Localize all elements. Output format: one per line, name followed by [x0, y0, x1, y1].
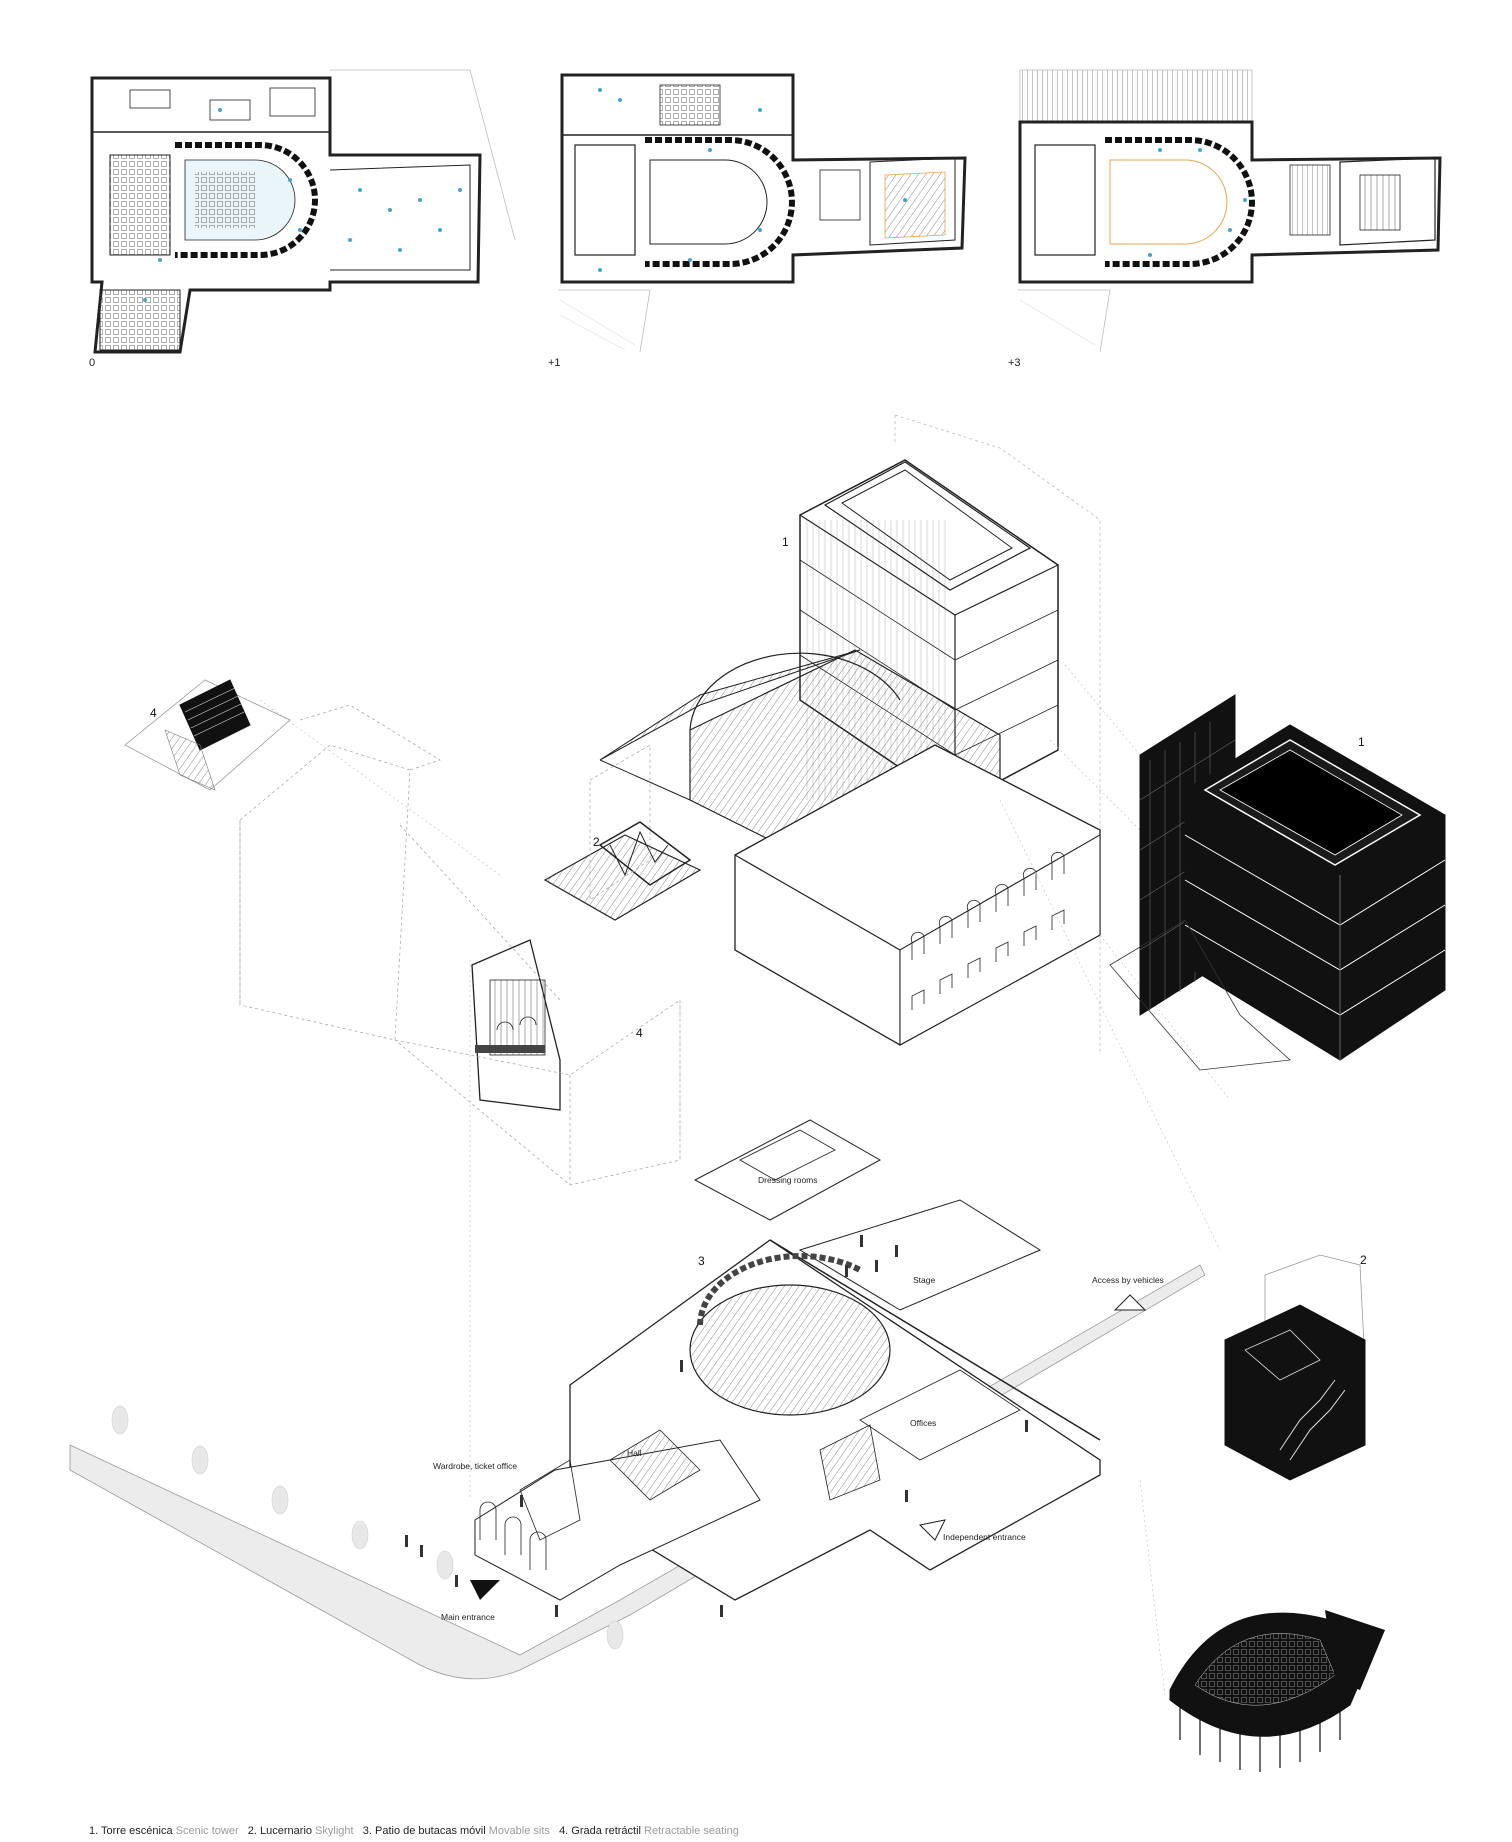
legend-item-2: 2. Lucernario Skylight: [248, 1825, 354, 1837]
plan-label-ground: 0: [89, 357, 96, 369]
legend-item-3: 3. Patio de butacas móvil Movable sits: [363, 1825, 550, 1837]
plan-ground-floor: [90, 69, 516, 354]
component-skylight: [1224, 1254, 1366, 1481]
callout-retractable-seating: 4: [150, 706, 157, 720]
axonometric-building: [239, 414, 1231, 1500]
legend-es: 1. Torre escénica: [89, 1825, 173, 1837]
label-access-vehicles: Access by vehicles: [1092, 1275, 1164, 1285]
component-movable-seating: [1139, 1479, 1385, 1772]
component-retractable-seating: [124, 679, 291, 791]
legend-en: Retractable seating: [644, 1825, 739, 1837]
callout-component-seating: 3: [1360, 1627, 1367, 1641]
label-hall: Hall: [627, 1448, 642, 1458]
legend-es: 2. Lucernario: [247, 1825, 313, 1837]
plan-label-first: +1: [548, 357, 561, 369]
callout-skylight: 2: [593, 835, 600, 849]
plan-label-third: +3: [1008, 357, 1021, 369]
callout-scenic-tower: 1: [782, 535, 789, 549]
legend-item-1: 1. Torre escénica Scenic tower: [89, 1825, 239, 1837]
callout-component-skylight: 2: [1360, 1253, 1367, 1267]
legend-item-4: 4. Grada retráctil Retractable seating: [559, 1825, 739, 1837]
legend-es: 3. Patio de butacas móvil: [362, 1825, 486, 1837]
legend: 1. Torre escénica Scenic tower 2. Lucern…: [89, 1825, 739, 1837]
label-wardrobe: Wardrobe, ticket office: [433, 1461, 518, 1471]
label-stage: Stage: [913, 1275, 936, 1285]
label-offices: Offices: [910, 1418, 937, 1428]
callout-seating-patio: 3: [698, 1254, 705, 1268]
plan-third-floor: [1018, 69, 1442, 353]
ground-floor-cutaway: [69, 1119, 1206, 1680]
label-main-entrance: Main entrance: [441, 1612, 495, 1622]
label-dressing-rooms: Dressing rooms: [758, 1175, 818, 1185]
legend-en: Movable sits: [488, 1825, 550, 1837]
component-scenic-tower: [1109, 694, 1446, 1071]
callout-component-tower: 1: [1358, 735, 1365, 749]
legend-en: Scenic tower: [175, 1825, 239, 1837]
callout-retractable-in-building: 4: [636, 1026, 643, 1040]
legend-es: 4. Grada retráctil: [559, 1825, 641, 1837]
label-independent-entrance: Independent entrance: [943, 1532, 1026, 1542]
legend-en: Skylight: [315, 1825, 354, 1837]
plan-first-floor: [558, 73, 967, 353]
